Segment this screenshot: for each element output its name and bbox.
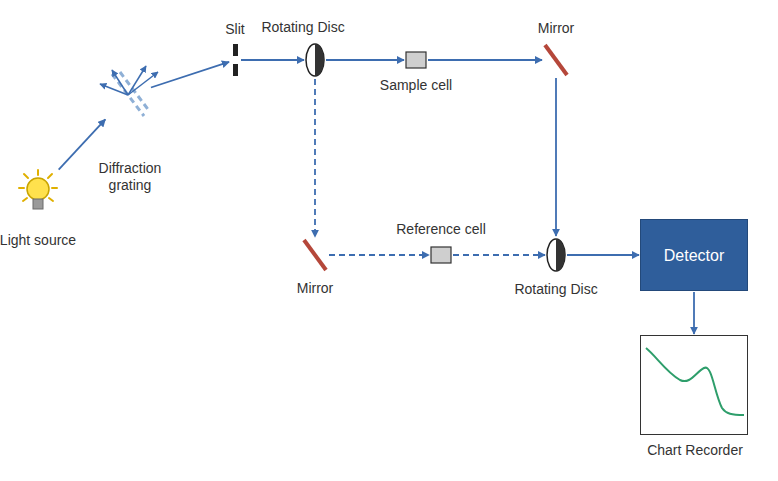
rotating-disc: Rotating Disc bbox=[546, 237, 566, 273]
grating-part: Diffraction grating bbox=[106, 70, 150, 120]
rotating-disc bbox=[306, 44, 324, 76]
reference-beam bbox=[314, 79, 316, 237]
light-beam bbox=[151, 62, 229, 88]
light-beam bbox=[326, 59, 404, 61]
part-label: Rotating Disc bbox=[514, 281, 597, 298]
sample-cell bbox=[406, 52, 426, 68]
part-label: Sample cell bbox=[380, 77, 452, 94]
light-beam bbox=[428, 59, 542, 61]
light-beam bbox=[59, 119, 106, 169]
light-beam bbox=[567, 254, 639, 256]
light-beam bbox=[555, 78, 557, 236]
part-label: Mirror bbox=[538, 20, 575, 37]
light-bulb bbox=[19, 170, 57, 209]
rotating-disc: Rotating Disc bbox=[305, 42, 325, 78]
reference-beam bbox=[453, 254, 545, 256]
part-label: Light source bbox=[0, 232, 76, 249]
light-beam bbox=[241, 59, 304, 61]
part-label: Diffraction grating bbox=[90, 160, 170, 194]
mirror bbox=[304, 240, 326, 270]
reference-cell bbox=[431, 247, 451, 263]
chart-recorder: Chart Recorder bbox=[640, 335, 748, 435]
part-label: Rotating Disc bbox=[261, 19, 344, 36]
mirror-part: Mirror bbox=[302, 238, 328, 272]
light-source: Light source bbox=[18, 170, 58, 214]
part-label: Chart Recorder bbox=[647, 442, 743, 459]
sample-cell: Sample cell bbox=[405, 51, 427, 69]
mirror-part: Mirror bbox=[543, 43, 569, 77]
spectrum-trace bbox=[646, 348, 744, 415]
part-label: Reference cell bbox=[396, 221, 486, 238]
part-label: Slit bbox=[225, 21, 244, 38]
box-title: Detector bbox=[664, 247, 724, 264]
reference-cell: Reference cell bbox=[430, 246, 452, 264]
mirror bbox=[545, 45, 567, 75]
part-label: Mirror bbox=[297, 280, 334, 297]
light-beam bbox=[693, 292, 695, 334]
slit-part: Slit bbox=[230, 44, 240, 76]
dispersed-rays bbox=[100, 66, 158, 95]
detector-box: Detector bbox=[640, 219, 748, 291]
rotating-disc bbox=[547, 239, 565, 271]
reference-beam bbox=[329, 254, 429, 256]
slit bbox=[233, 44, 238, 76]
